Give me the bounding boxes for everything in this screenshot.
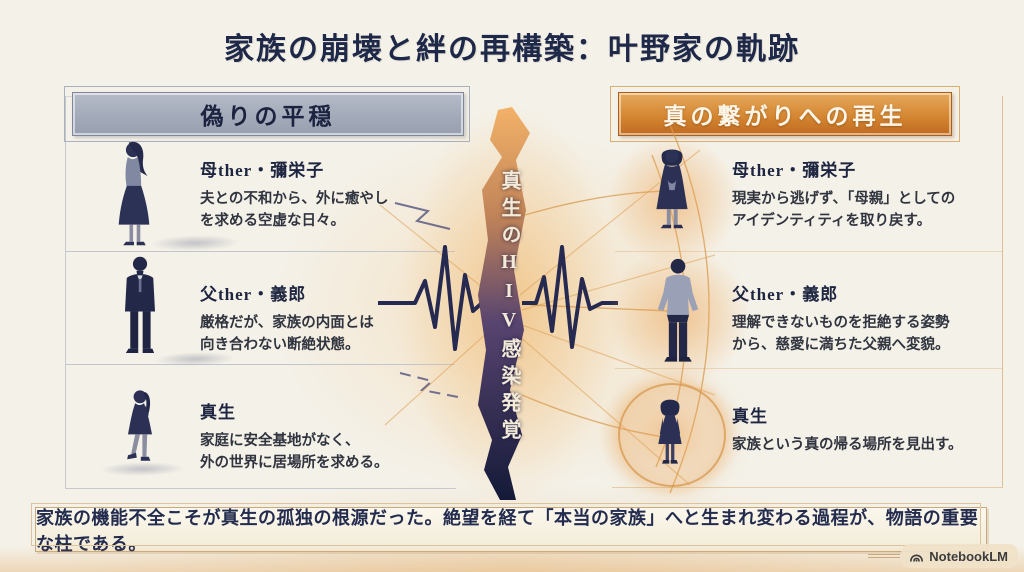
center-event-text: 真生のHIV感染発覚 — [498, 170, 520, 446]
left-row-divider — [65, 251, 455, 252]
entry-name: 母ther・彌栄子 — [200, 161, 325, 180]
left-entry-mother: 母ther・彌栄子 夫との不和から、外に癒やし を求める空虚な日々。 — [200, 156, 448, 233]
mother-silhouette-icon — [105, 140, 163, 248]
crack-tendrils — [394, 202, 459, 398]
entry-name: 真生 — [200, 403, 236, 422]
mother-renewed-silhouette-icon — [644, 145, 700, 249]
left-entry-daughter: 真生 家庭に安全基地がなく、 外の世界に居場所を求める。 — [200, 398, 448, 475]
left-row-divider — [65, 364, 455, 365]
page-title: 家族の崩壊と絆の再構築：叶野家の軌跡 — [224, 33, 800, 66]
entry-name: 父ther・義郎 — [200, 285, 307, 304]
left-entry-father: 父ther・義郎 厳格だが、家族の内面とは 向き合わない断絶状態。 — [200, 280, 448, 357]
notebooklm-logo-icon — [910, 554, 924, 562]
right-row-divider — [615, 368, 1002, 369]
entry-desc: 現実から逃げず、「母親」としての アイデンティティを取り戻す。 — [732, 191, 956, 230]
summary-banner: 家族の機能不全こそが真生の孤独の根源だった。絶望を経て「本当の家族」へと生まれ変… — [31, 503, 987, 554]
halo-ring — [618, 383, 726, 487]
brand-decorative-lines — [868, 552, 900, 560]
heartbeat-crack-graphic — [378, 105, 716, 505]
entry-desc: 家族という真の帰る場所を見出す。 — [732, 437, 963, 453]
left-header-frame — [64, 86, 470, 142]
entry-name: 父ther・義郎 — [732, 285, 839, 304]
entry-desc: 理解できないものを拒絶する姿勢 から、慈愛に満ちた父親へ変貌。 — [732, 315, 950, 354]
summary-text: 家族の機能不全こそが真生の孤独の根源だった。絶望を経て「本当の家族」へと生まれ変… — [36, 507, 979, 554]
entry-name: 真生 — [732, 407, 768, 426]
father-renewed-silhouette-icon — [648, 258, 708, 368]
right-header-frame — [610, 86, 960, 142]
crack-shard — [478, 107, 530, 500]
right-row-divider — [615, 251, 1002, 252]
daughter-silhouette-icon — [115, 388, 165, 476]
left-panel-header: 偽りの平穏 — [72, 92, 464, 136]
right-entry-father: 父ther・義郎 理解できないものを拒絶する姿勢 から、慈愛に満ちた父親へ変貌。 — [732, 280, 994, 357]
entry-desc: 家庭に安全基地がなく、 外の世界に居場所を求める。 — [200, 433, 389, 472]
notebooklm-logo-text: NotebookLM — [929, 548, 1008, 564]
entry-desc: 夫との不和から、外に癒やし を求める空虚な日々。 — [200, 191, 389, 230]
right-entry-daughter: 真生 家族という真の帰る場所を見出す。 — [732, 402, 994, 456]
entry-desc: 厳格だが、家族の内面とは 向き合わない断絶状態。 — [200, 315, 374, 354]
right-panel-outline — [612, 96, 1003, 488]
notebooklm-badge: NotebookLM — [901, 544, 1018, 568]
right-entry-mother: 母ther・彌栄子 現実から逃げず、「母親」としての アイデンティティを取り戻す… — [732, 156, 994, 233]
ekg-line — [378, 245, 618, 351]
right-panel-header: 真の繋がりへの再生 — [618, 92, 952, 136]
daughter-renewed-silhouette-icon — [646, 396, 694, 476]
father-silhouette-icon — [112, 255, 168, 361]
entry-name: 母ther・彌栄子 — [732, 161, 857, 180]
